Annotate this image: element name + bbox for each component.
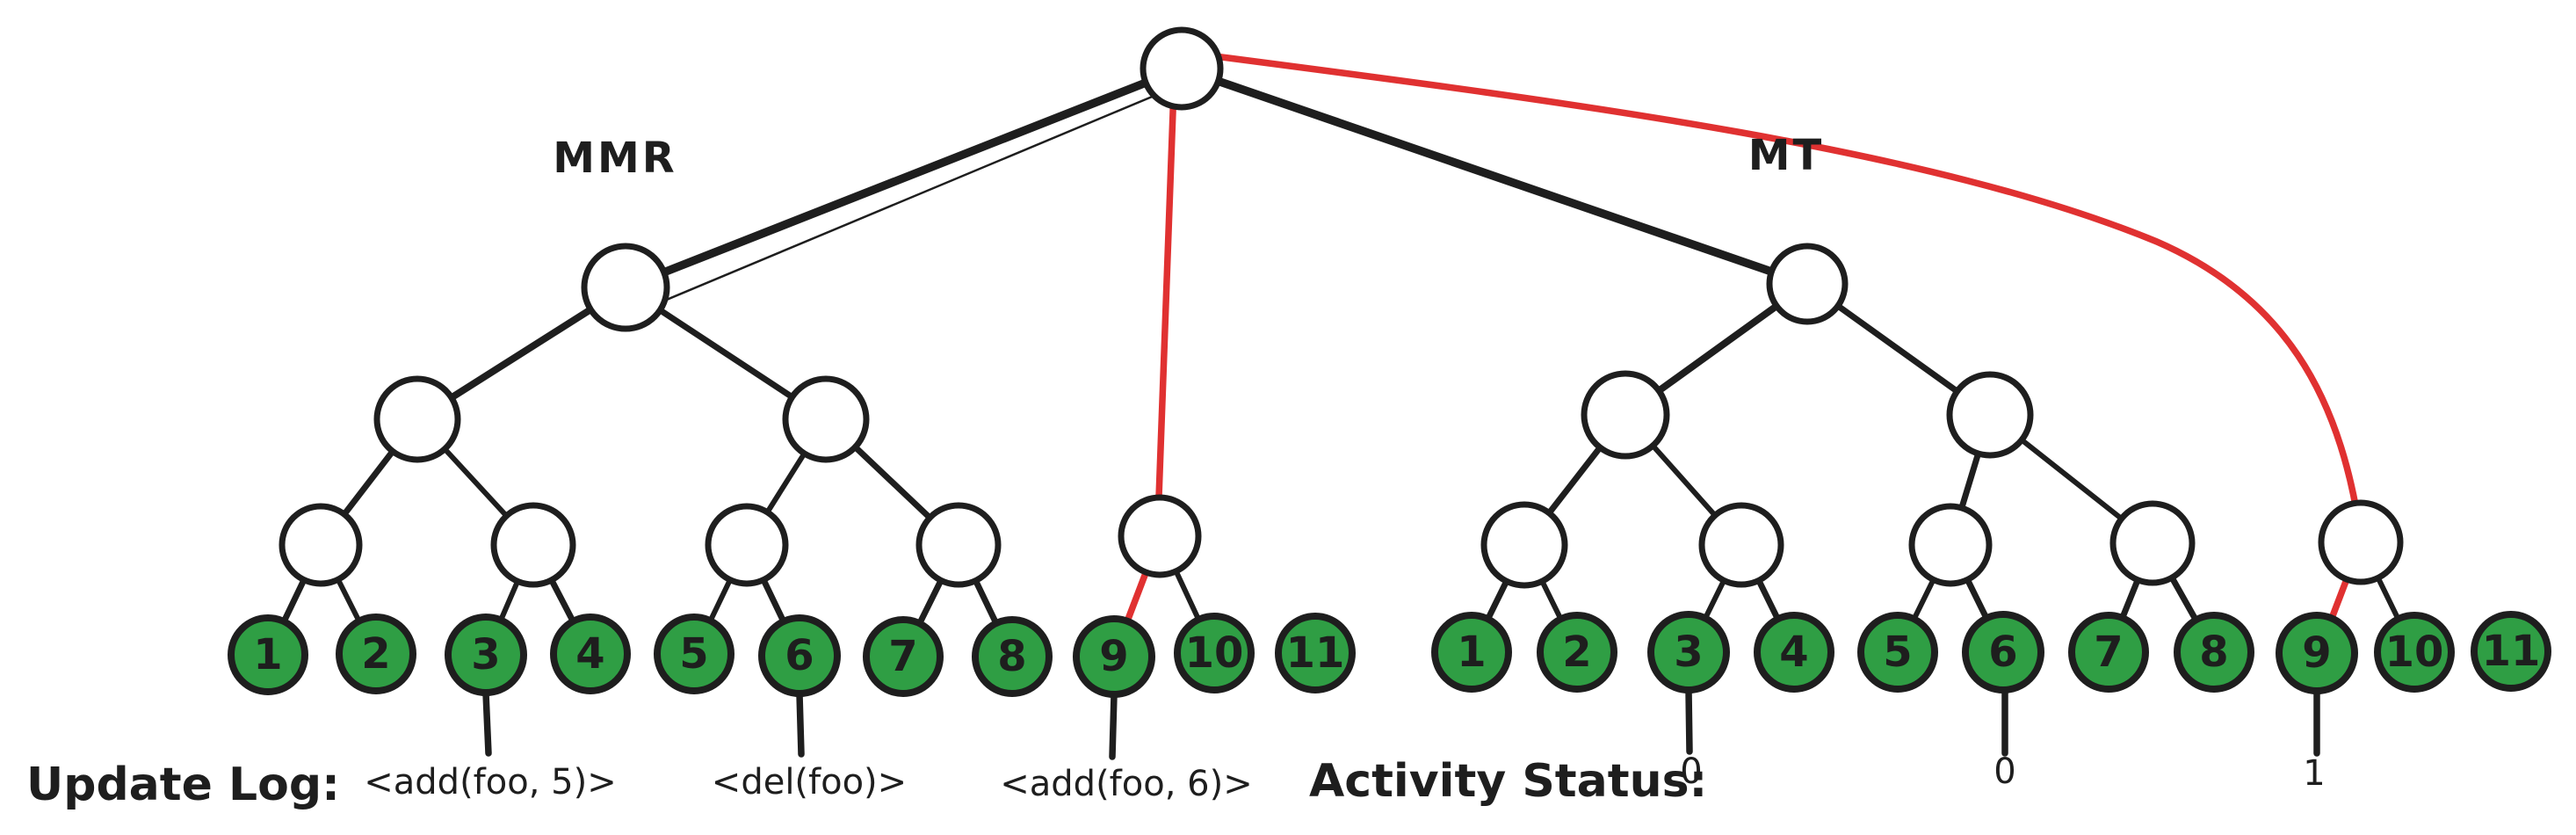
mt-level2-node-right — [1946, 371, 2034, 459]
mt-leaf-10 — [2374, 612, 2455, 693]
mmr-leaf-4 — [550, 614, 631, 694]
mmr-level1-node-12 — [279, 503, 363, 587]
mt-leaf-4 — [1754, 612, 1834, 693]
mmr-tree-label: MMR — [553, 134, 677, 183]
mt-leaf-7-label: 7 — [2094, 628, 2123, 677]
mmr-level1-node-34 — [490, 502, 576, 588]
mt-leaf-6-label: 6 — [1988, 628, 2017, 677]
mmr-leaf-nodes: 1 2 3 4 5 6 7 8 9 10 11 — [228, 613, 1356, 698]
activity-status-value-2: 0 — [1994, 752, 2015, 792]
mmr-leaf-11 — [1275, 613, 1356, 693]
red-curve-root-to-mt-910-node — [1212, 53, 2363, 529]
mmr-leaf-1-label: 1 — [253, 630, 282, 679]
red-edge-root-to-mmr-910-peak — [1154, 84, 1177, 525]
mt-leaf-6 — [1962, 611, 2044, 693]
mt-leaf-3-label: 3 — [1674, 628, 1703, 677]
mt-leaf-5-label: 5 — [1883, 628, 1912, 677]
mt-leaf-10-label: 10 — [2385, 628, 2444, 677]
shared-root-node — [1140, 26, 1224, 111]
mt-leaf-11 — [2471, 611, 2551, 692]
mmr-leaf-7-label: 7 — [888, 632, 917, 681]
mmr-leaf-10-label: 10 — [1185, 628, 1244, 678]
mmr-level2-node-left — [373, 375, 461, 463]
mt-leaf-7 — [2068, 612, 2149, 693]
mt-level2-node-left — [1581, 370, 1670, 460]
mt-leaf-5 — [1857, 612, 1938, 693]
mt-leaf-nodes: 1 2 3 4 5 6 7 8 9 10 11 — [1431, 611, 2551, 694]
mt-node-910 — [2318, 499, 2404, 585]
mt-level1-node-56 — [1908, 503, 1993, 587]
activity-status-value-1: 0 — [1680, 752, 1702, 792]
update-log-entry-1: <add(foo, 5)> — [364, 762, 616, 802]
update-log-label: Update Log: — [26, 759, 340, 811]
mt-leaf-8-label: 8 — [2199, 628, 2228, 677]
mmr-peak-node — [581, 243, 670, 332]
edge-root-to-mmr-peak-sketch-line — [650, 89, 1169, 308]
activity-status-value-3: 1 — [2303, 753, 2325, 794]
mmr-leaf-9-label: 9 — [1099, 632, 1128, 681]
mt-leaf-9-label: 9 — [2302, 628, 2331, 678]
update-log-entry-2: <del(foo)> — [712, 762, 907, 802]
mt-tree-label: MT — [1748, 131, 1825, 180]
mmr-leaf-6 — [758, 614, 841, 697]
mt-level1-node-12 — [1480, 501, 1568, 589]
mmr-level2-node-right — [782, 375, 870, 463]
mmr-peak-node-910 — [1118, 494, 1202, 578]
mmr-leaf-8-label: 8 — [997, 632, 1026, 681]
mt-leaf-11-label: 11 — [2482, 627, 2541, 676]
caption-connectors — [482, 687, 2320, 760]
mt-leaf-1-label: 1 — [1457, 628, 1486, 677]
mt-leaf-2-label: 2 — [1562, 628, 1591, 677]
mmr-leaf-9 — [1073, 615, 1155, 698]
internal-nodes — [279, 26, 2404, 589]
mt-leaf-3 — [1647, 611, 1730, 693]
mmr-level1-node-56 — [705, 503, 789, 587]
mt-leaf-1 — [1431, 612, 1512, 693]
mt-leaf-2 — [1537, 612, 1617, 693]
mmr-leaf-6-label: 6 — [785, 631, 814, 680]
edge-root-to-mt-root — [1177, 64, 1812, 288]
mmr-level1-node-78 — [915, 502, 1002, 588]
mt-leaf-8 — [2174, 612, 2254, 693]
mmr-leaf-5 — [654, 614, 734, 694]
mt-leaf-9 — [2276, 612, 2358, 694]
mmr-leaf-4-label: 4 — [575, 629, 604, 679]
mmr-leaf-11-label: 11 — [1286, 628, 1345, 678]
mt-root-node — [1766, 243, 1849, 325]
mmr-leaf-3 — [445, 614, 527, 696]
activity-status-label: Activity Status: — [1309, 755, 1707, 808]
mmr-leaf-7 — [863, 616, 944, 697]
edge-root-to-mmr-peak — [621, 64, 1186, 292]
mt-leaf-4-label: 4 — [1779, 628, 1808, 677]
update-log-entry-3: <add(foo, 6)> — [1000, 764, 1252, 804]
mmr-leaf-10 — [1174, 613, 1255, 693]
mmr-leaf-1 — [228, 614, 308, 695]
mt-level1-node-34 — [1698, 502, 1784, 588]
mt-level1-node-78 — [2109, 500, 2196, 586]
mmr-leaf-3-label: 3 — [471, 630, 500, 679]
mmr-leaf-2-label: 2 — [361, 629, 390, 679]
mmr-leaf-8 — [972, 616, 1053, 697]
mmr-leaf-2 — [336, 614, 416, 694]
mmr-leaf-5-label: 5 — [679, 629, 708, 679]
